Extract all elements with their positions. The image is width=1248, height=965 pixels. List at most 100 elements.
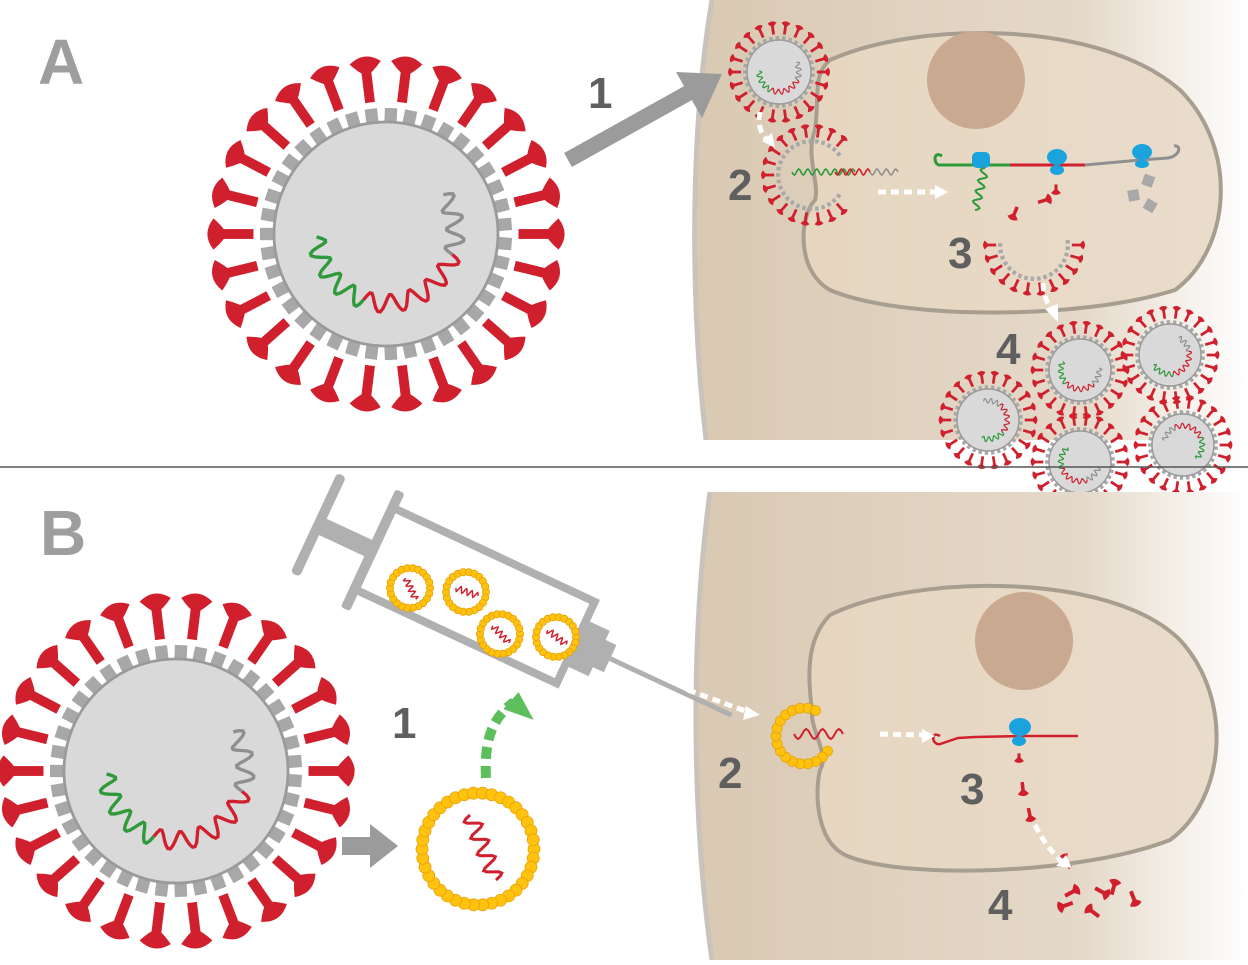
capsid-protein	[192, 878, 208, 896]
spike-protein-icon	[1037, 432, 1050, 444]
spike-protein-icon	[1204, 364, 1218, 373]
spike-protein-icon	[729, 81, 744, 91]
capsid-protein	[174, 644, 188, 661]
capsid-protein	[776, 173, 781, 177]
nanoparticle-entering-cell	[770, 702, 844, 770]
capsid-protein	[775, 103, 780, 109]
spike-protein-icon	[1022, 429, 1036, 438]
rna-strand-gray	[1161, 427, 1176, 441]
capsid-protein	[835, 193, 842, 199]
spike-protein-icon	[271, 855, 316, 898]
rna-strand-gray	[1178, 335, 1191, 352]
virus-entering-cell	[727, 21, 831, 123]
capsid-protein	[789, 199, 796, 206]
spike-protein-icon	[1068, 321, 1078, 334]
cell-a	[801, 31, 1223, 315]
spike-protein-icon	[1048, 278, 1059, 292]
mrna-gray	[1084, 144, 1181, 167]
capsid-protein	[402, 341, 418, 359]
capsid-protein	[260, 245, 278, 261]
rna-strand-red	[1061, 467, 1088, 485]
capsid-protein	[784, 148, 791, 155]
capsid-protein	[260, 227, 275, 241]
capsid-protein	[384, 344, 398, 361]
nascent-protein	[971, 167, 989, 211]
spike-protein-icon	[787, 208, 798, 222]
ribosome-icon	[972, 152, 990, 168]
panel-label-a: A	[38, 26, 84, 98]
spike-protein-icon	[218, 602, 252, 649]
capsid-protein	[814, 139, 819, 144]
spike-protein-icon	[998, 272, 1011, 286]
spike-protein-icon	[308, 755, 355, 787]
spike-protein-icon	[1025, 807, 1037, 823]
spike-protein-icon	[1009, 278, 1020, 292]
capsid-protein	[154, 880, 169, 897]
spike-protein-icon	[303, 797, 351, 828]
spike-protein-icon	[1135, 316, 1148, 329]
step-b-2: 2	[718, 749, 742, 798]
spike-protein-icon	[735, 91, 748, 103]
rna-strand-green	[98, 772, 155, 846]
spike-protein-icon	[1171, 396, 1181, 409]
capsid-protein	[1011, 269, 1018, 276]
spike-protein-icon	[100, 602, 134, 649]
ribosome-icon	[1135, 160, 1149, 168]
capsid-protein	[1042, 274, 1048, 280]
dashed-arrow-icon	[756, 111, 775, 148]
ribosome-icon	[1050, 165, 1064, 175]
capsid-protein	[492, 254, 510, 271]
spike-protein-icon	[990, 371, 1000, 384]
spike-protein-icon	[1204, 337, 1218, 346]
spike-protein-icon	[310, 65, 344, 112]
spike-protein-icon	[1071, 240, 1086, 250]
capsid-protein	[784, 195, 791, 202]
spike-protein-icon	[211, 260, 259, 291]
spike-protein-icon	[1213, 463, 1226, 475]
spike-protein-icon	[1024, 415, 1038, 425]
capsid-protein	[1142, 198, 1158, 214]
dashed-arrow-icon	[687, 687, 760, 720]
panel-b: B 1 2 3 4	[0, 474, 1248, 961]
spike-protein-icon	[1135, 454, 1149, 463]
spike-protein-icon	[1010, 446, 1023, 459]
spike-protein-icon	[1183, 309, 1194, 323]
capsid-protein	[953, 418, 958, 422]
spike-protein-icon	[781, 109, 791, 123]
translation-complex-a	[933, 144, 1181, 221]
virus-assembling	[982, 239, 1086, 296]
capsid-protein	[775, 35, 780, 41]
capsid-protein	[835, 151, 842, 157]
spike-protein-icon	[1094, 886, 1111, 901]
spike-protein-icon	[1135, 427, 1149, 436]
translation-complex-b	[932, 718, 1078, 823]
spike-protein-icon	[1017, 781, 1029, 797]
virus-particle-large	[207, 56, 565, 412]
spike-protein-icon	[1032, 471, 1046, 480]
rna-strand-gray	[230, 729, 256, 793]
virion-envelope	[62, 657, 290, 885]
spike-protein-icon	[1069, 254, 1084, 264]
spike-protein-icon	[1135, 381, 1148, 394]
spike-protein-icon	[1045, 331, 1058, 344]
spike-protein-icon	[793, 25, 804, 39]
spike-protein-icon	[1022, 402, 1036, 411]
capsid-protein	[1148, 443, 1153, 447]
capsid-protein	[286, 773, 303, 788]
mrna-strand	[462, 813, 504, 882]
virion-envelope	[1151, 413, 1215, 477]
spike-protein-icon	[729, 53, 744, 63]
spike-protein-icon	[814, 81, 829, 91]
lipid-molecule	[481, 582, 490, 591]
spike-protein-icon	[945, 390, 958, 402]
spike-protein-icon	[225, 291, 271, 329]
mrna-strand	[490, 625, 512, 644]
spike-protein-icon	[1159, 477, 1170, 491]
spike-protein-icon	[218, 893, 252, 940]
capsid-protein	[831, 146, 837, 153]
spike-protein-icon	[1045, 396, 1058, 409]
rna-strand-green	[791, 167, 856, 177]
capsid-protein	[743, 70, 748, 74]
spike-protein-icon	[1082, 413, 1092, 426]
